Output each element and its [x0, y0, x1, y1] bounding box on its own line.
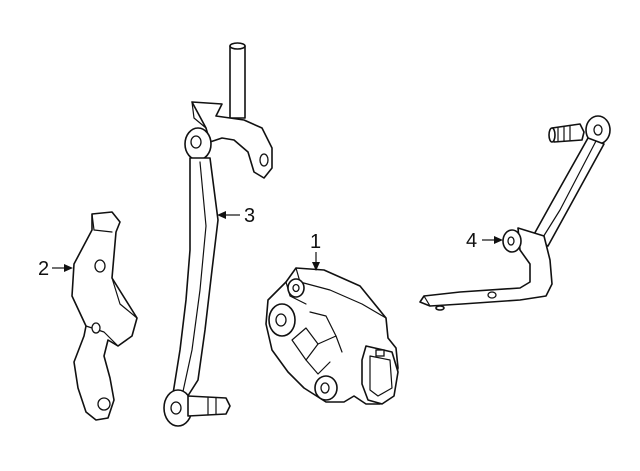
bracket-hole-bottom — [97, 397, 111, 411]
callout-label-2: 2 — [38, 258, 49, 280]
link-plate-hole — [259, 153, 269, 167]
bracket-hole-top — [94, 259, 106, 273]
part-1-level-sensor — [265, 267, 399, 405]
linkage-bracket-hole — [487, 291, 497, 299]
part-4-linkage — [419, 115, 611, 311]
callout-2: 2 — [38, 258, 73, 280]
callout-4: 4 — [466, 230, 503, 252]
callout-label-4: 4 — [466, 230, 477, 252]
callout-label-3: 3 — [244, 205, 255, 227]
callout-3: 3 — [217, 205, 255, 227]
part-2-bracket — [71, 211, 138, 421]
callout-1: 1 — [310, 231, 321, 271]
bracket-hole-mid — [91, 322, 101, 334]
callout-label-1: 1 — [310, 231, 321, 253]
part-3-sensor-link — [163, 42, 273, 427]
